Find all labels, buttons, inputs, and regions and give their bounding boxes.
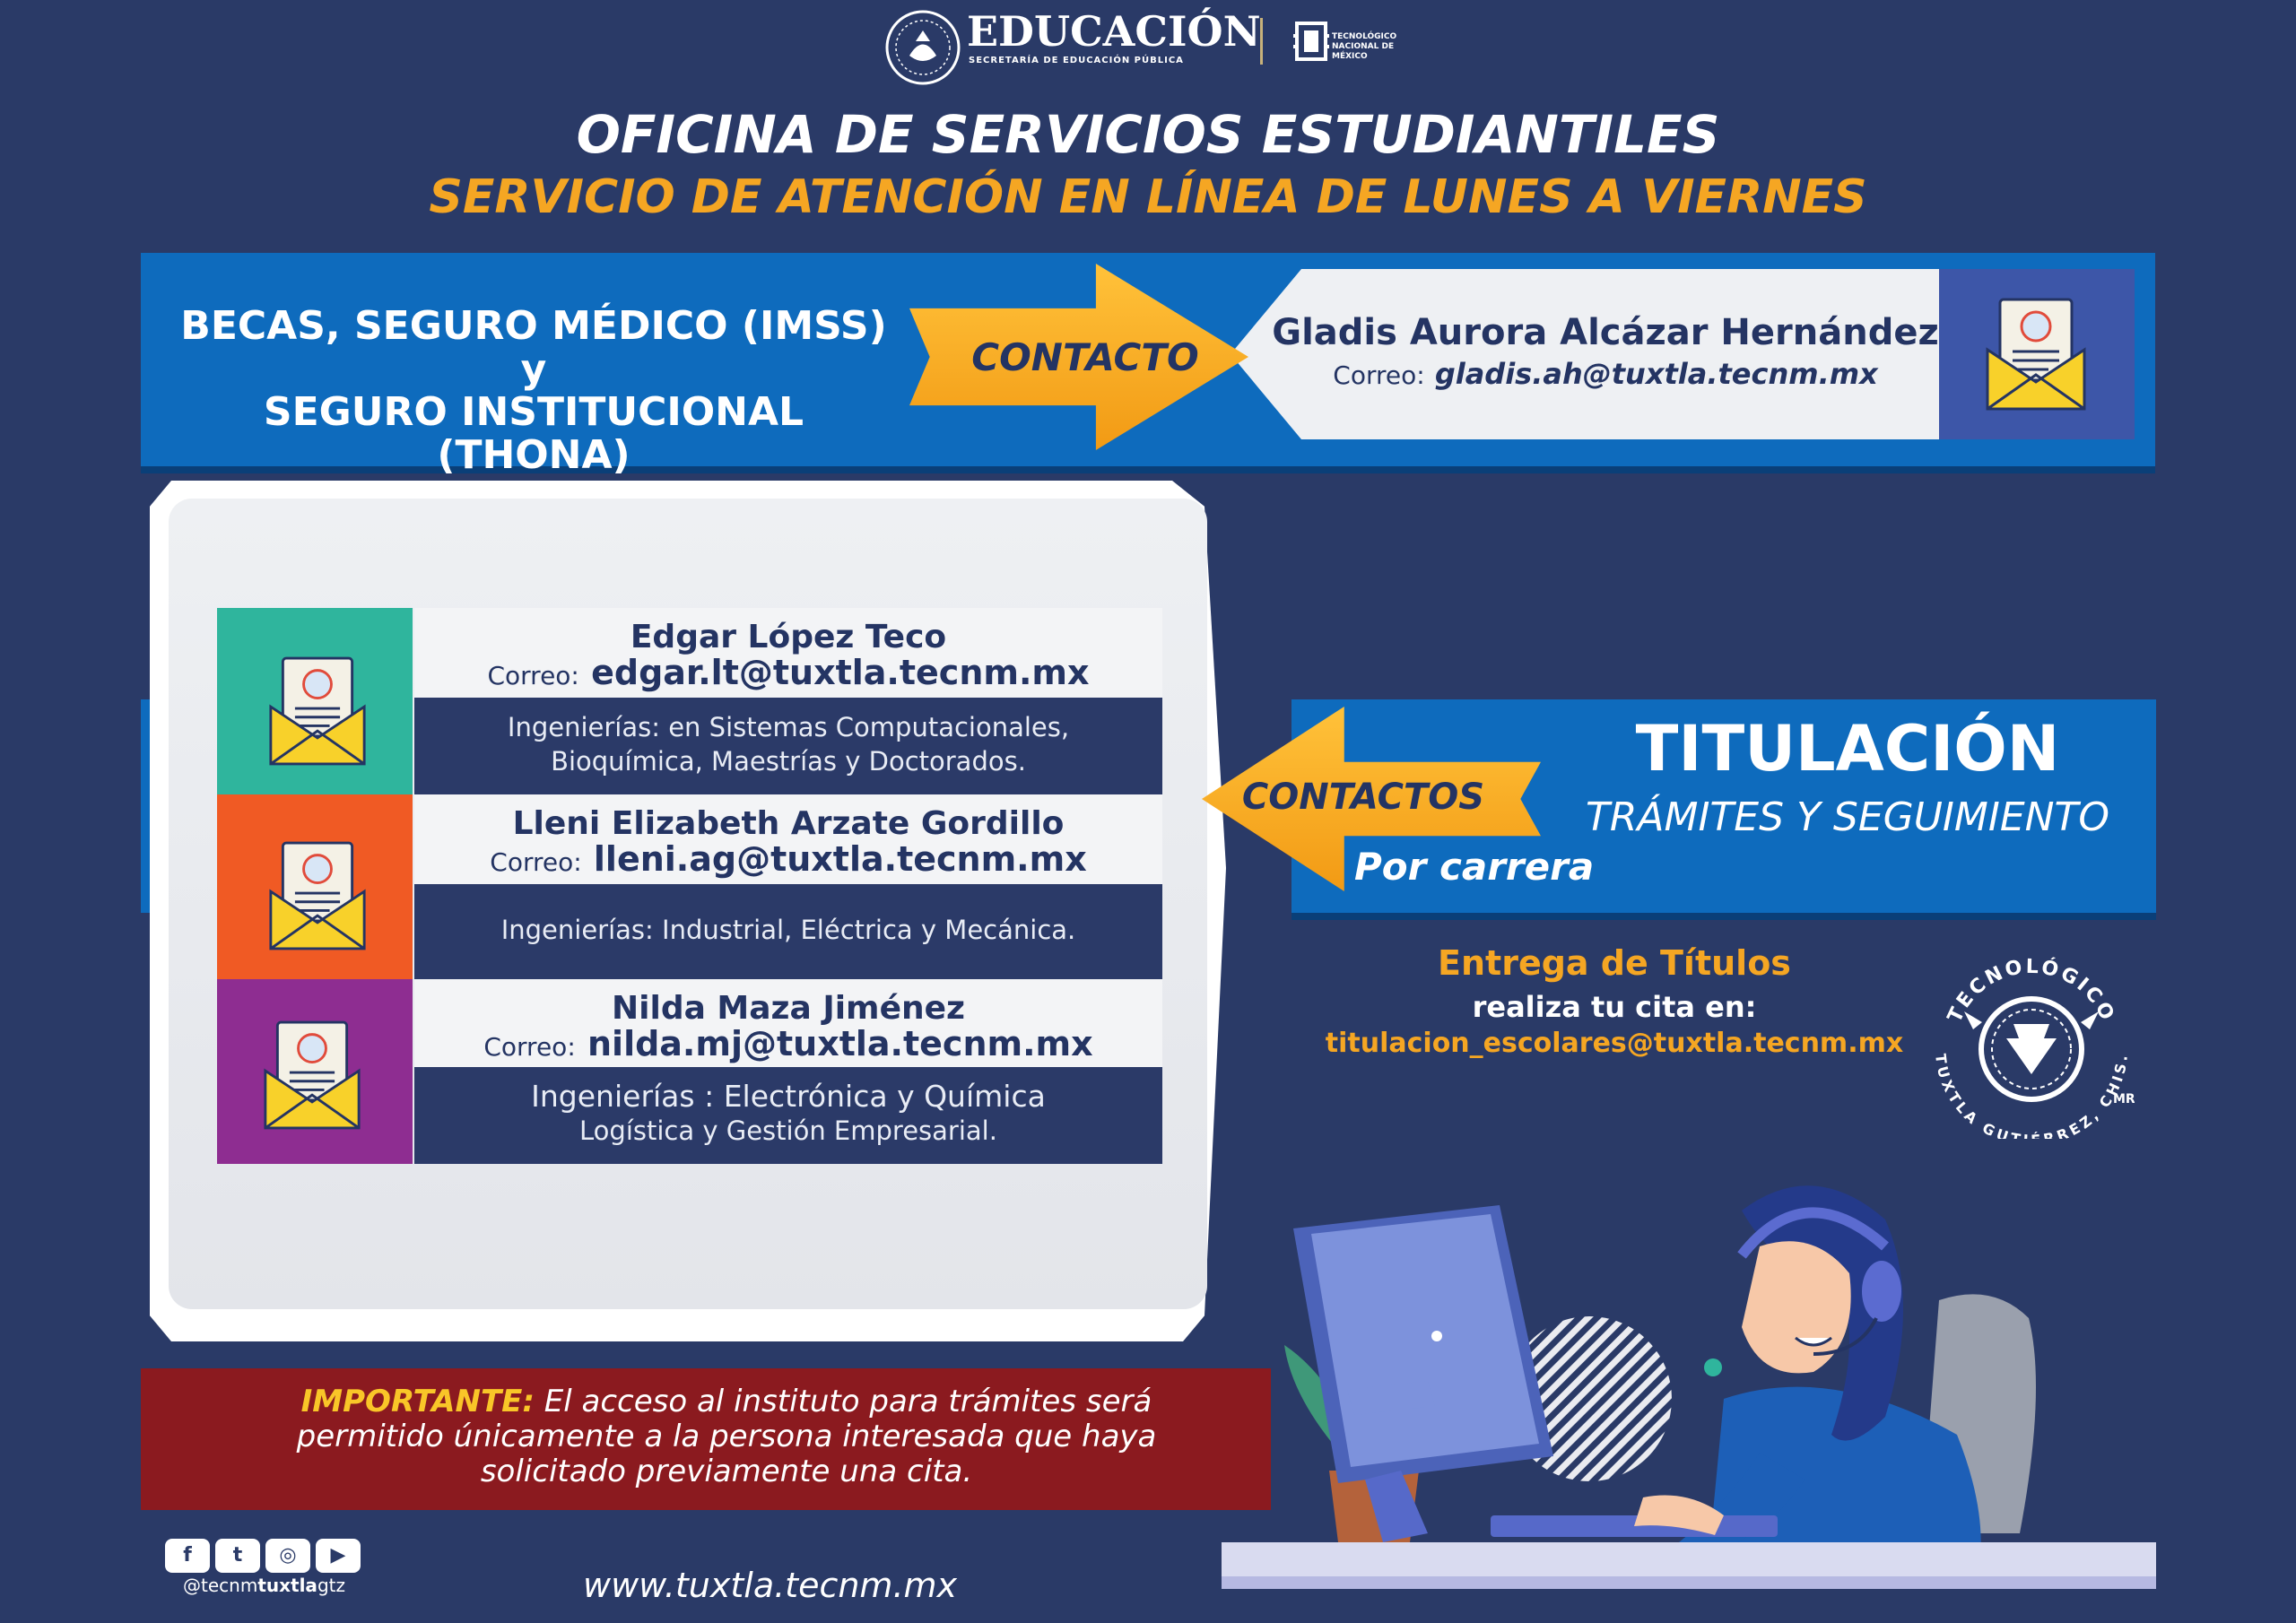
twitter-icon[interactable]: t bbox=[215, 1539, 260, 1573]
email-label: Correo: bbox=[1333, 360, 1425, 390]
contact-name-area bbox=[414, 794, 1162, 884]
contact-email[interactable]: Correo: edgar.lt@tuxtla.tecnm.mx bbox=[414, 653, 1162, 692]
titulacion-band-shadow bbox=[1292, 913, 2156, 920]
contact-description-line2: Bioquímica, Maestrías y Doctorados. bbox=[551, 746, 1026, 777]
contact-name: Lleni Elizabeth Arzate Gordillo bbox=[512, 805, 1065, 842]
desk-front bbox=[1222, 1576, 2156, 1589]
contact-name: Edgar López Teco bbox=[630, 619, 947, 655]
education-subtitle: SECRETARÍA DE EDUCACIÓN PÚBLICA bbox=[969, 56, 1184, 65]
important-notice-bar bbox=[141, 1368, 1271, 1510]
contact-desc-area bbox=[414, 698, 1162, 794]
entrega-titulos-heading: Entrega de Títulos bbox=[1438, 943, 1791, 983]
youtube-icon[interactable]: ▶ bbox=[316, 1539, 361, 1573]
tecnm-label: TECNOLÓGICO NACIONAL DE MÉXICO bbox=[1332, 32, 1397, 61]
becas-contact-card bbox=[1231, 269, 1939, 439]
important-notice-line3: solicitado previamente una cita. bbox=[480, 1454, 973, 1489]
envelope-icon bbox=[269, 841, 366, 950]
instagram-icon[interactable]: ◎ bbox=[265, 1539, 310, 1573]
email-address[interactable]: edgar.lt@tuxtla.tecnm.mx bbox=[591, 653, 1090, 692]
social-handle[interactable]: @tecnmtuxtlagtz bbox=[183, 1575, 345, 1596]
email-address[interactable]: gladis.ah@tuxtla.tecnm.mx bbox=[1434, 357, 1878, 391]
contact-name-area bbox=[414, 979, 1162, 1067]
tecnm-gear-icon bbox=[1293, 22, 1329, 61]
important-line1-text: El acceso al instituto para trámites ser… bbox=[534, 1384, 1152, 1419]
social-handle-suffix: gtz bbox=[317, 1575, 345, 1596]
facebook-icon[interactable]: f bbox=[165, 1539, 210, 1573]
contact-card-lleni: Lleni Elizabeth Arzate Gordillo Correo: … bbox=[217, 794, 1162, 979]
email-label: Correo: bbox=[487, 661, 579, 690]
becas-contact-email[interactable]: Correo: gladis.ah@tuxtla.tecnm.mx bbox=[1251, 357, 1960, 391]
contact-email[interactable]: Correo: nilda.mj@tuxtla.tecnm.mx bbox=[414, 1024, 1162, 1063]
contact-description: Ingenierías : Electrónica y Química Logí… bbox=[414, 1080, 1162, 1148]
email-label: Correo: bbox=[483, 1032, 576, 1062]
important-label: IMPORTANTE: bbox=[300, 1384, 535, 1419]
becas-heading-line2: SEGURO INSTITUCIONAL (THONA) bbox=[263, 389, 804, 478]
por-carrera-label: Por carrera bbox=[1354, 845, 1595, 889]
becas-band-shadow bbox=[141, 466, 2155, 473]
email-label: Correo: bbox=[490, 847, 582, 877]
social-handle-bold: tuxtla bbox=[257, 1575, 317, 1596]
contact-description-line2: Logística y Gestión Empresarial. bbox=[579, 1115, 997, 1146]
realiza-cita-text: realiza tu cita en: bbox=[1472, 990, 1757, 1024]
email-address[interactable]: lleni.ag@tuxtla.tecnm.mx bbox=[593, 839, 1087, 879]
contact-name: Nilda Maza Jiménez bbox=[612, 990, 965, 1027]
becas-heading-line1: BECAS, SEGURO MÉDICO (IMSS) y bbox=[180, 303, 887, 392]
envelope-icon bbox=[269, 656, 366, 766]
titulacion-subtitle: TRÁMITES Y SEGUIMIENTO bbox=[1585, 794, 2110, 840]
contact-card-nilda: Nilda Maza Jiménez Correo: nilda.mj@tuxt… bbox=[217, 979, 1162, 1164]
contacto-arrow-label: CONTACTO bbox=[971, 335, 1199, 379]
titulacion-email[interactable]: titulacion_escolares@tuxtla.tecnm.mx bbox=[1325, 1028, 1904, 1059]
contact-desc-area bbox=[414, 884, 1162, 979]
titulacion-title: TITULACIÓN bbox=[1635, 712, 2060, 785]
header-divider bbox=[1260, 18, 1263, 65]
contact-description-line1: Ingenierías: Industrial, Eléctrica y Mec… bbox=[500, 915, 1076, 945]
envelope-icon bbox=[1986, 298, 2086, 411]
seal-mark: MR bbox=[2113, 1092, 2135, 1107]
website-url[interactable]: www.tuxtla.tecnm.mx bbox=[583, 1566, 958, 1605]
contact-email[interactable]: Correo: lleni.ag@tuxtla.tecnm.mx bbox=[414, 839, 1162, 879]
page-subtitle: SERVICIO DE ATENCIÓN EN LÍNEA DE LUNES A… bbox=[429, 170, 1867, 224]
contactos-arrow-label: CONTACTOS bbox=[1241, 777, 1485, 818]
mexico-coat-of-arms-icon bbox=[885, 10, 961, 85]
envelope-icon bbox=[264, 1020, 361, 1130]
email-address[interactable]: nilda.mj@tuxtla.tecnm.mx bbox=[587, 1024, 1093, 1063]
social-handle-prefix: @tecnm bbox=[183, 1575, 258, 1596]
important-notice-line2: permitido únicamente a la persona intere… bbox=[296, 1419, 1157, 1454]
contact-description: Ingenierías: Industrial, Eléctrica y Mec… bbox=[414, 913, 1162, 947]
tecnologico-tuxtla-seal-icon: TECNOLÓGICO TUXTLA GUTIÉRREZ, CHIS. MR bbox=[1932, 955, 2135, 1139]
contact-card-edgar: Edgar López Teco Correo: edgar.lt@tuxtla… bbox=[217, 608, 1162, 794]
becas-contact-name: Gladis Aurora Alcázar Hernández bbox=[1272, 312, 1939, 353]
important-notice-text: IMPORTANTE: El acceso al instituto para … bbox=[179, 1384, 1274, 1489]
contact-name-area bbox=[414, 608, 1162, 698]
contact-description-line1: Ingenierías : Electrónica y Química bbox=[531, 1079, 1046, 1114]
education-title: EDUCACIÓN bbox=[967, 7, 1261, 56]
customer-service-illustration bbox=[1284, 1185, 2036, 1587]
contact-desc-area bbox=[414, 1067, 1162, 1164]
contact-description-line1: Ingenierías: en Sistemas Computacionales… bbox=[507, 712, 1070, 742]
page-title: OFICINA DE SERVICIOS ESTUDIANTILES bbox=[576, 104, 1720, 165]
contact-description: Ingenierías: en Sistemas Computacionales… bbox=[414, 710, 1162, 778]
becas-heading: BECAS, SEGURO MÉDICO (IMSS) y SEGURO INS… bbox=[161, 305, 906, 477]
important-notice-line1: IMPORTANTE: El acceso al instituto para … bbox=[179, 1384, 1274, 1419]
